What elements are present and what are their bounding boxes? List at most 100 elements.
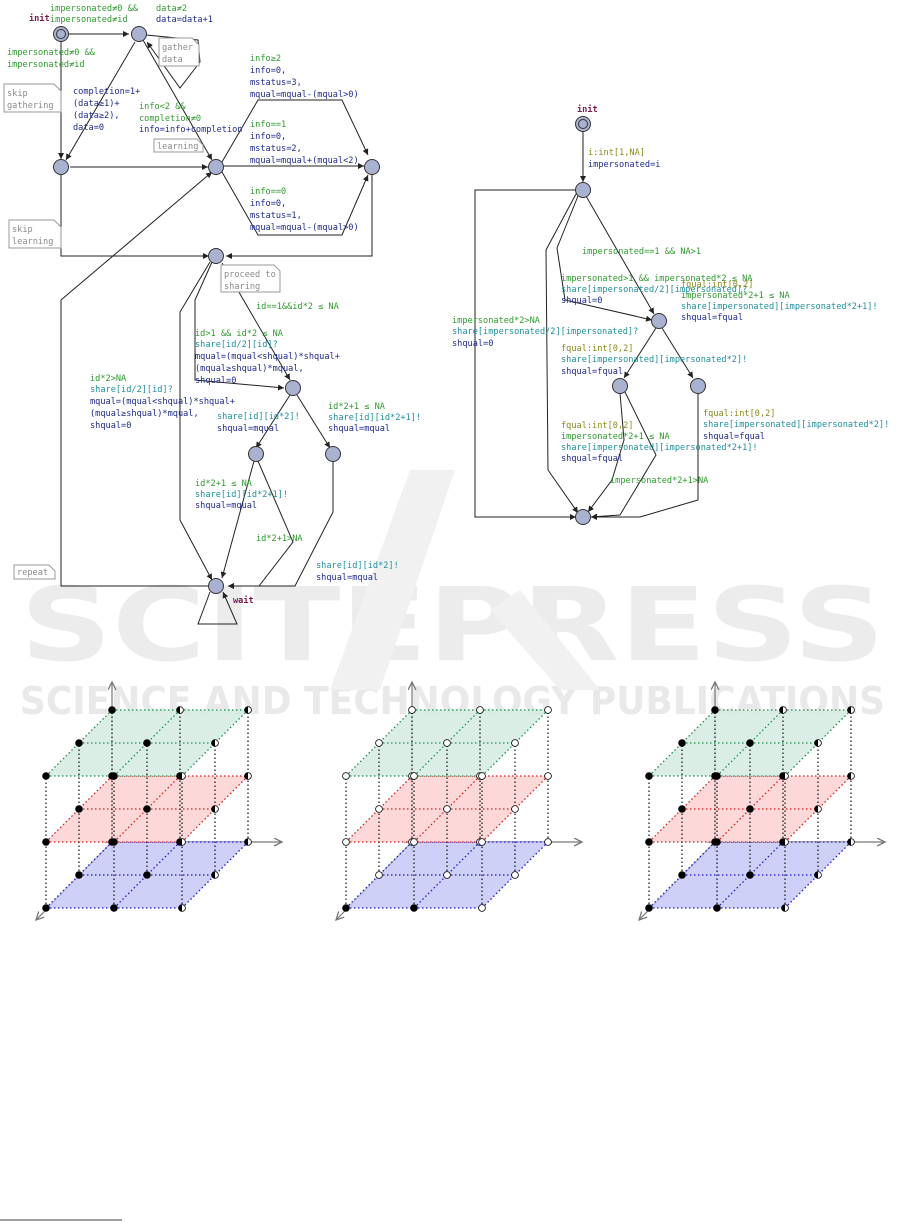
rstate-end bbox=[575, 509, 591, 525]
lattice-node bbox=[678, 739, 686, 747]
lattice-node bbox=[342, 838, 350, 846]
state-share-b bbox=[325, 446, 341, 462]
lattice-node bbox=[443, 739, 451, 747]
note-gather-1: gather bbox=[162, 43, 193, 53]
rstate-selected bbox=[575, 182, 591, 198]
lattice-node-half bbox=[814, 871, 818, 879]
lattice-node-half bbox=[847, 838, 851, 846]
r-f1-s: share[impersonated][impersonated*2+1]! bbox=[681, 302, 878, 312]
info-guard-2: completion≠0 bbox=[139, 114, 201, 124]
branch2-guard: info==1 bbox=[250, 120, 286, 130]
s1-sync: share[id][id*2]! bbox=[217, 412, 300, 422]
lattice-node bbox=[143, 739, 151, 747]
lattice-node bbox=[678, 805, 686, 813]
lattice-node bbox=[110, 772, 118, 780]
lattice-node-half bbox=[244, 838, 248, 846]
idgt1-u3: shqual=0 bbox=[195, 376, 236, 386]
lattice-node-half bbox=[211, 805, 215, 813]
r-f2-s: share[impersonated][impersonated*2]! bbox=[561, 355, 747, 365]
guard-id1: id==1&&id*2 ≤ NA bbox=[256, 302, 340, 312]
lattice-node-half bbox=[244, 772, 248, 780]
branch1-u3: mqual=mqual-(mqual>0) bbox=[250, 223, 359, 233]
lattice-node bbox=[443, 871, 451, 879]
branch3-u3: mqual=mqual-(mqual>0) bbox=[250, 90, 359, 100]
watermark: SCITEPRESS SCIENCE AND TECHNOLOGY PUBLIC… bbox=[20, 470, 885, 723]
left-labels: init wait impersonated≠0 && impersonated… bbox=[7, 4, 421, 606]
note-repeat: repeat bbox=[17, 568, 48, 578]
s2-guard: id*2+1 ≤ NA bbox=[328, 402, 386, 412]
s3-guard: id*2+1 ≤ NA bbox=[195, 479, 253, 489]
lattice-node-half bbox=[781, 904, 785, 912]
guard-top-1: impersonated≠0 && bbox=[50, 4, 139, 14]
lattice-node-half bbox=[211, 871, 215, 879]
lattice-node bbox=[544, 706, 552, 714]
lattice-node-half bbox=[847, 706, 851, 714]
lattice-node-half bbox=[814, 739, 818, 747]
branch3-u2: mstatus=3, bbox=[250, 78, 302, 88]
r-f4-u: shqual=fqual bbox=[561, 454, 623, 464]
s5-upd: shqual=mqual bbox=[316, 573, 378, 583]
guard-data: data≠2 bbox=[156, 4, 187, 14]
state-init bbox=[53, 26, 69, 42]
cube-middle bbox=[336, 682, 582, 920]
lattice-node-half bbox=[176, 706, 180, 714]
lattice-node bbox=[408, 706, 416, 714]
bigid-guard: id*2>NA bbox=[90, 374, 127, 384]
state-share-left bbox=[285, 380, 301, 396]
lattice-node bbox=[143, 871, 151, 879]
note-skip-learning-1: skip bbox=[12, 225, 33, 235]
lattice-node bbox=[645, 904, 653, 912]
r-f1-sel: fqual:int[0,2] bbox=[681, 280, 753, 290]
branch2-u3: mqual=mqual+(mqual<2) bbox=[250, 156, 359, 166]
lattice-node-half bbox=[244, 706, 248, 714]
lattice-node-half bbox=[779, 706, 783, 714]
lattice-node bbox=[410, 838, 418, 846]
branch2-u1: info=0, bbox=[250, 132, 286, 142]
lattice-node-half bbox=[814, 805, 818, 813]
note-proceed-1: proceed to bbox=[224, 270, 276, 280]
info-update: info=info+completion bbox=[139, 125, 242, 135]
lattice-node bbox=[410, 904, 418, 912]
state-sharing bbox=[208, 248, 224, 264]
s2-sync: share[id][id*2+1]! bbox=[328, 413, 421, 423]
rinit-label: init bbox=[577, 104, 598, 115]
note-learning: learning bbox=[157, 142, 198, 152]
lattice-node bbox=[42, 904, 50, 912]
lattice-node bbox=[375, 805, 383, 813]
idgt1-u2: (mqual≥shqual)*mqual, bbox=[195, 364, 304, 374]
r-f4-s: share[impersonated][impersonated*2+1]! bbox=[561, 443, 758, 453]
s3-upd: shqual=mqual bbox=[195, 501, 257, 511]
r-f3-u: shqual=fqual bbox=[703, 432, 765, 442]
lattice-node-half bbox=[781, 772, 785, 780]
cube-right bbox=[639, 682, 885, 920]
r-sel: i:int[1,NA] bbox=[588, 148, 645, 158]
lattice-node bbox=[511, 805, 519, 813]
r-g-one: impersonated==1 && NA>1 bbox=[582, 247, 701, 257]
note-skip-learning-2: learning bbox=[12, 237, 53, 247]
branch1-guard: info==0 bbox=[250, 187, 286, 197]
lattice-node bbox=[645, 838, 653, 846]
branch1-u1: info=0, bbox=[250, 199, 286, 209]
lattice-node bbox=[544, 772, 552, 780]
bigid-u3: shqual=0 bbox=[90, 421, 131, 431]
wait-label: wait bbox=[233, 595, 254, 606]
branch3-guard: info≥2 bbox=[250, 54, 281, 64]
state-gather bbox=[131, 26, 147, 42]
lattice-node-half bbox=[178, 772, 182, 780]
lattice-node bbox=[108, 706, 116, 714]
lattice-node bbox=[746, 805, 754, 813]
rstate-a bbox=[612, 378, 628, 394]
right-automaton: init i:int[1,NA] impersonated=i imperson… bbox=[452, 104, 889, 525]
lattice-node bbox=[544, 838, 552, 846]
lattice-node bbox=[75, 805, 83, 813]
lattice-node bbox=[75, 739, 83, 747]
right-labels: init i:int[1,NA] impersonated=i imperson… bbox=[452, 104, 889, 486]
lattice-node bbox=[746, 739, 754, 747]
r-f2-sel: fqual:int[0,2] bbox=[561, 344, 633, 354]
r-g-gt1: impersonated>1 && impersonated*2 ≤ NA bbox=[561, 274, 753, 284]
right-states bbox=[575, 116, 706, 525]
lattice-node bbox=[342, 904, 350, 912]
right-edges bbox=[474, 132, 699, 520]
watermark-title: SCITEPRESS bbox=[20, 566, 885, 685]
